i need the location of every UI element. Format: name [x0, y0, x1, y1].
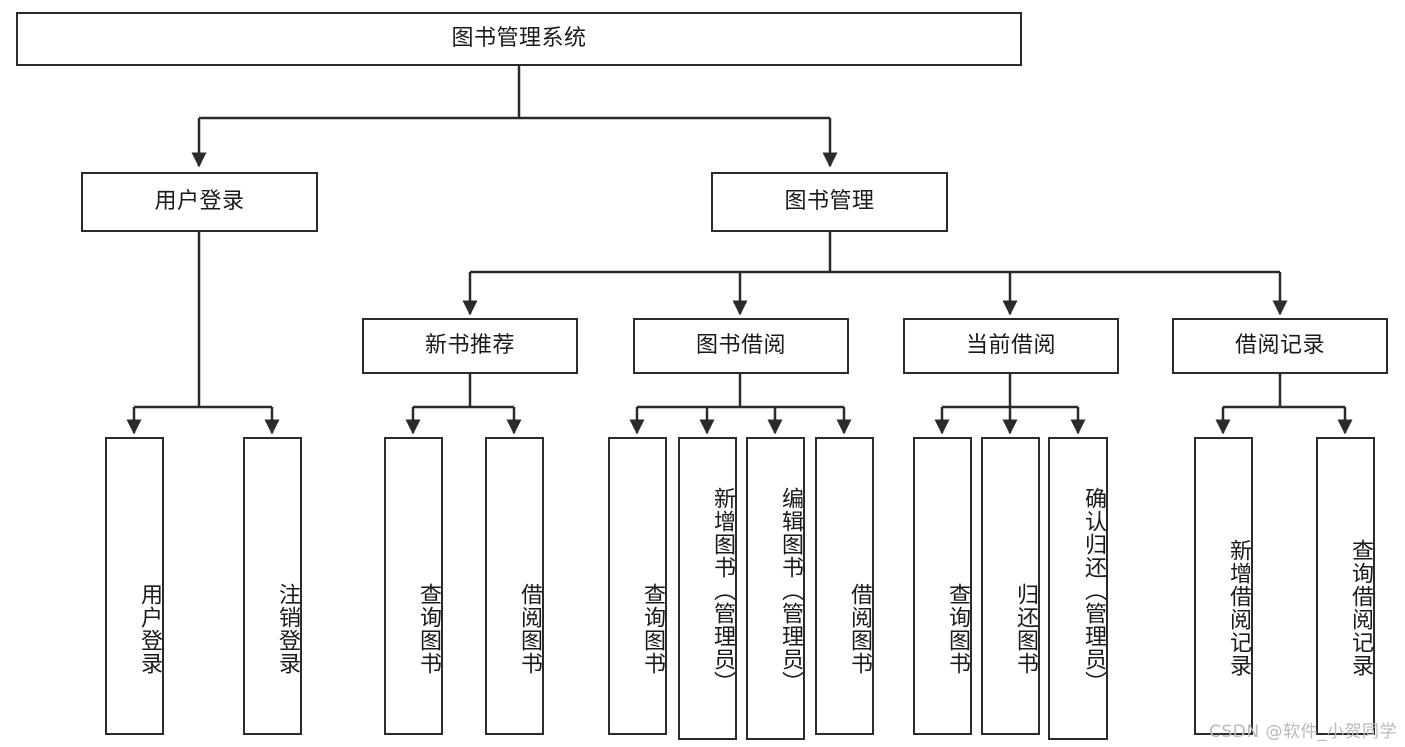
node-leaf-query-book-3[interactable]: 查询图书 — [913, 437, 972, 735]
node-leaf-user-login[interactable]: 用户登录 — [105, 437, 164, 735]
node-new-book-rec[interactable]: 新书推荐 — [362, 318, 578, 374]
node-leaf-logout-label: 注销登录 — [275, 583, 300, 675]
node-leaf-borrow-book-2-label: 借阅图书 — [847, 583, 872, 675]
node-leaf-add-book[interactable]: 新增图书（管理员） — [678, 437, 737, 740]
node-new-book-rec-label: 新书推荐 — [424, 332, 515, 358]
csdn-watermark: CSDN @软件_小贺同学 — [1209, 722, 1397, 742]
node-book-borrow[interactable]: 图书借阅 — [633, 318, 849, 374]
node-leaf-query-book-2[interactable]: 查询图书 — [608, 437, 667, 735]
node-leaf-return-book-label: 归还图书 — [1013, 583, 1038, 675]
node-borrow-record[interactable]: 借阅记录 — [1172, 318, 1388, 374]
node-leaf-add-record[interactable]: 新增借阅记录 — [1194, 437, 1253, 735]
node-leaf-borrow-book-1-label: 借阅图书 — [517, 583, 542, 675]
node-root[interactable]: 图书管理系统 — [16, 12, 1022, 66]
node-leaf-confirm-return-label: 确认归还（管理员） — [1081, 487, 1106, 694]
node-book-manage[interactable]: 图书管理 — [711, 172, 948, 232]
node-leaf-user-login-label: 用户登录 — [137, 583, 162, 675]
node-leaf-confirm-return[interactable]: 确认归还（管理员） — [1048, 437, 1108, 740]
node-leaf-query-record[interactable]: 查询借阅记录 — [1316, 437, 1375, 735]
node-borrow-record-label: 借阅记录 — [1234, 332, 1325, 358]
node-leaf-edit-book-label: 编辑图书（管理员） — [778, 487, 803, 694]
node-leaf-query-record-label: 查询借阅记录 — [1348, 539, 1373, 677]
node-leaf-add-book-label: 新增图书（管理员） — [710, 487, 735, 694]
node-leaf-edit-book[interactable]: 编辑图书（管理员） — [746, 437, 805, 740]
node-leaf-logout[interactable]: 注销登录 — [243, 437, 302, 735]
node-book-manage-label: 图书管理 — [784, 188, 875, 214]
node-leaf-query-book-1[interactable]: 查询图书 — [384, 437, 443, 735]
node-leaf-add-record-label: 新增借阅记录 — [1226, 539, 1251, 677]
node-leaf-return-book[interactable]: 归还图书 — [981, 437, 1040, 735]
node-leaf-query-book-3-label: 查询图书 — [945, 583, 970, 675]
node-current-borrow[interactable]: 当前借阅 — [903, 318, 1119, 374]
node-leaf-borrow-book-1[interactable]: 借阅图书 — [485, 437, 544, 735]
node-root-label: 图书管理系统 — [451, 25, 587, 51]
node-leaf-query-book-2-label: 查询图书 — [640, 583, 665, 675]
node-leaf-query-book-1-label: 查询图书 — [416, 583, 441, 675]
node-book-borrow-label: 图书借阅 — [695, 332, 786, 358]
node-current-borrow-label: 当前借阅 — [965, 332, 1056, 358]
node-user-login[interactable]: 用户登录 — [81, 172, 318, 232]
node-user-login-label: 用户登录 — [154, 188, 245, 214]
node-leaf-borrow-book-2[interactable]: 借阅图书 — [815, 437, 874, 735]
